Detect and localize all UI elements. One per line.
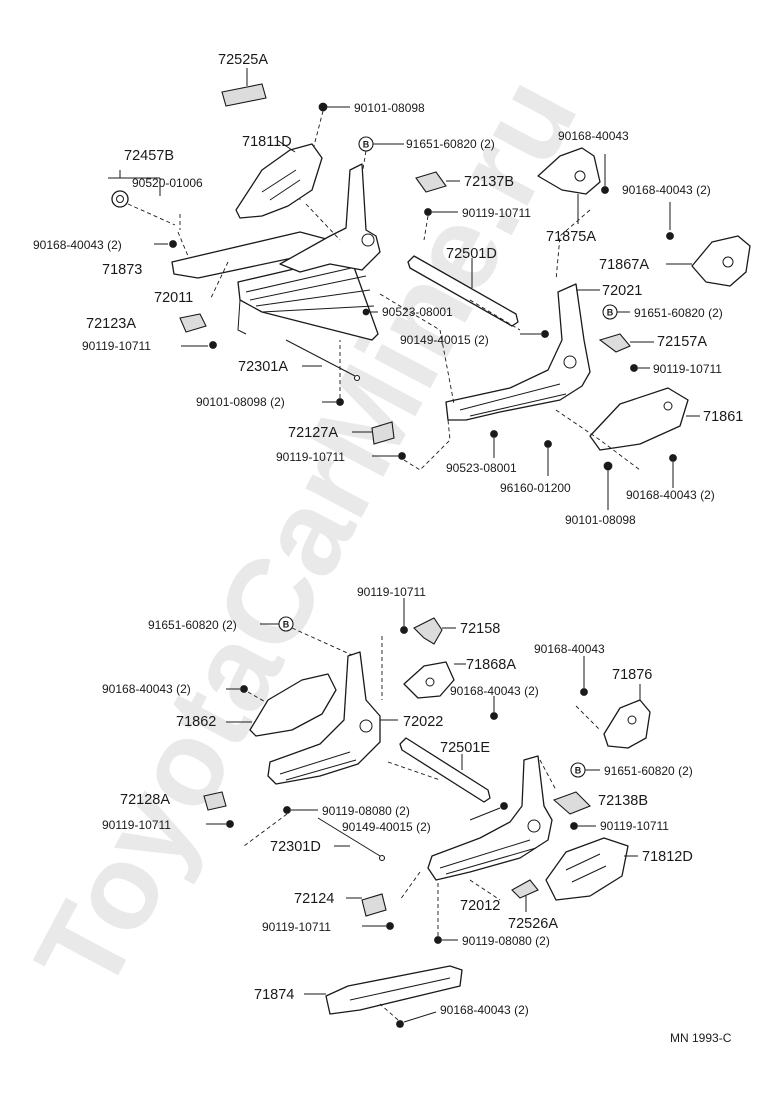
label-72123a: 72123A xyxy=(86,316,136,332)
reference-code: MN 1993-C xyxy=(670,1031,732,1045)
mark-b-upper: B xyxy=(358,136,374,152)
part-72526a xyxy=(511,879,539,899)
label-72022: 72022 xyxy=(403,714,443,730)
part-72157a xyxy=(598,333,631,353)
part-71862 xyxy=(249,673,337,737)
label-91651-60820-right: 91651-60820 (2) xyxy=(634,306,723,320)
label-90101-08098-2: 90101-08098 (2) xyxy=(196,395,285,409)
label-71867a: 71867A xyxy=(599,257,649,273)
label-90168-40043-2-right: 90168-40043 (2) xyxy=(622,183,711,197)
part-72138b xyxy=(552,791,591,815)
label-91651-60820-top: 91651-60820 (2) xyxy=(406,137,495,151)
label-72137b: 72137B xyxy=(464,174,514,190)
label-72157a: 72157A xyxy=(657,334,707,350)
label-71861: 71861 xyxy=(703,409,743,425)
label-90101-08098-top: 90101-08098 xyxy=(354,101,425,115)
part-72158 xyxy=(413,617,443,645)
label-91651-60820-l1: 91651-60820 (2) xyxy=(148,618,237,632)
part-71876 xyxy=(603,699,651,749)
label-71811d: 71811D xyxy=(242,134,292,150)
label-71873: 71873 xyxy=(102,262,142,278)
part-72124 xyxy=(361,893,387,917)
label-90168-40043-top: 90168-40043 xyxy=(558,129,629,143)
label-72525a: 72525A xyxy=(218,52,268,68)
part-72501d-rod xyxy=(407,255,519,327)
part-72012-frame xyxy=(427,755,553,881)
part-72501e-rod xyxy=(399,737,491,803)
label-90101-08098-bottom: 90101-08098 xyxy=(565,513,636,527)
label-90149-40015-l1: 90149-40015 (2) xyxy=(342,820,431,834)
label-90119-08080-l2: 90119-08080 (2) xyxy=(462,934,550,948)
mark-b-lower-left: B xyxy=(278,616,294,632)
label-90119-10711-d: 90119-10711 xyxy=(276,450,345,464)
svg-text:B: B xyxy=(283,620,290,630)
label-90119-10711-b: 90119-10711 xyxy=(82,339,151,353)
part-72123a xyxy=(179,313,207,333)
label-72128a: 72128A xyxy=(120,792,170,808)
part-72127a xyxy=(371,421,395,445)
label-72124: 72124 xyxy=(294,891,334,907)
label-72457b: 72457B xyxy=(124,148,174,164)
label-72158: 72158 xyxy=(460,621,500,637)
label-90119-10711-a: 90119-10711 xyxy=(462,206,531,220)
label-72011: 72011 xyxy=(154,290,193,306)
label-72127a: 72127A xyxy=(288,425,338,441)
part-71867a xyxy=(691,235,751,287)
part-72137b xyxy=(415,171,447,193)
label-90523-08001-b: 90523-08001 xyxy=(446,461,517,475)
svg-text:B: B xyxy=(607,308,614,318)
label-90119-08080-l1: 90119-08080 (2) xyxy=(322,804,410,818)
label-96160-01200: 96160-01200 xyxy=(500,481,571,495)
label-72012: 72012 xyxy=(460,898,500,914)
label-72301d: 72301D xyxy=(270,839,321,855)
part-71875a xyxy=(537,147,601,195)
part-72022-recliner xyxy=(267,651,381,785)
label-90168-40043-l1: 90168-40043 xyxy=(534,642,605,656)
part-71861 xyxy=(589,387,689,451)
upper-labels: 72525A 90101-08098 71811D 91651-60820 (2… xyxy=(33,52,743,527)
label-90119-10711-l1: 90119-10711 xyxy=(357,585,426,599)
label-90119-10711-l3: 90119-10711 xyxy=(600,819,669,833)
label-71812d: 71812D xyxy=(642,849,693,865)
label-90168-40043-2-bottom: 90168-40043 (2) xyxy=(626,488,715,502)
label-90520-01006: 90520-01006 xyxy=(132,176,203,190)
label-90168-40043-2-l3: 90168-40043 (2) xyxy=(440,1003,529,1017)
lower-labels: 90119-10711 91651-60820 (2) 72158 71868A… xyxy=(102,585,693,1017)
watermark-text: ToyotaCarMine.ru xyxy=(10,56,603,1012)
label-72501e: 72501E xyxy=(440,740,490,756)
part-upper-recliner-left xyxy=(279,163,381,273)
label-72526a: 72526A xyxy=(508,916,558,932)
part-72525a xyxy=(221,83,267,107)
svg-text:B: B xyxy=(363,140,370,150)
label-90168-40043-2-left: 90168-40043 (2) xyxy=(33,238,122,252)
label-72501d: 72501D xyxy=(446,246,497,262)
label-90168-40043-2-l2: 90168-40043 (2) xyxy=(450,684,539,698)
label-71868a: 71868A xyxy=(466,657,516,673)
svg-text:B: B xyxy=(575,766,582,776)
label-72021: 72021 xyxy=(602,283,642,299)
label-91651-60820-l2: 91651-60820 (2) xyxy=(604,764,693,778)
label-71874: 71874 xyxy=(254,987,294,1003)
label-90119-10711-c: 90119-10711 xyxy=(653,362,722,376)
part-71812d xyxy=(545,837,629,901)
label-71862: 71862 xyxy=(176,714,216,730)
label-90149-40015: 90149-40015 (2) xyxy=(400,333,489,347)
label-90168-40043-2-l1: 90168-40043 (2) xyxy=(102,682,191,696)
label-71876: 71876 xyxy=(612,667,652,683)
label-90119-10711-l4: 90119-10711 xyxy=(262,920,331,934)
part-72128a xyxy=(203,791,227,811)
mark-b-right: B xyxy=(602,304,618,320)
label-71875a: 71875A xyxy=(546,229,596,245)
label-72301a: 72301A xyxy=(238,359,288,375)
label-90119-10711-l2: 90119-10711 xyxy=(102,818,171,832)
part-71868a xyxy=(403,661,455,699)
lower-assembly: B xyxy=(203,598,651,1028)
mark-b-lower-right: B xyxy=(570,762,586,778)
label-90523-08001-a: 90523-08001 xyxy=(382,305,453,319)
label-72138b: 72138B xyxy=(598,793,648,809)
upper-assembly: B xyxy=(108,68,751,510)
